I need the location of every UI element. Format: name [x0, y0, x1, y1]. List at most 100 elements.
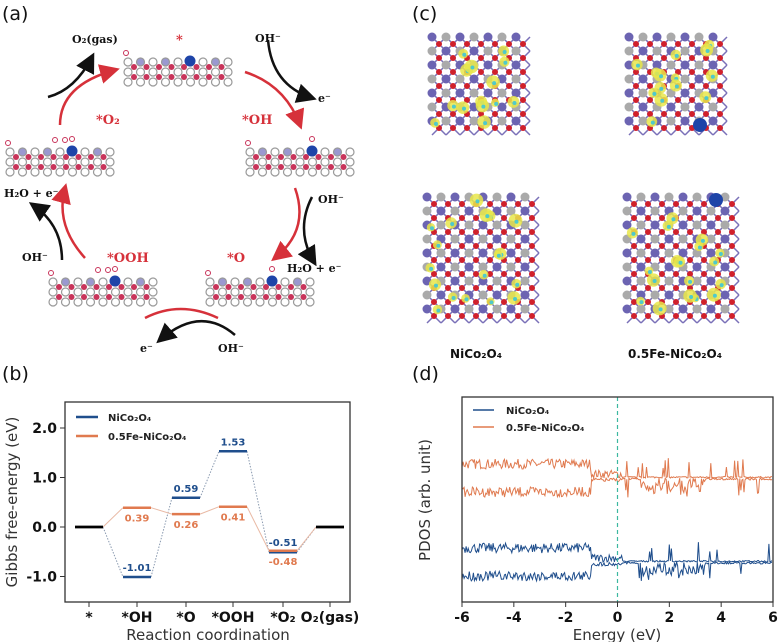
atom: [473, 271, 479, 277]
atom: [478, 234, 488, 244]
atom: [706, 248, 716, 258]
structure: [427, 32, 531, 136]
isosurface: [635, 63, 640, 68]
panel-label-a: (a): [2, 3, 28, 25]
isosurface: [496, 253, 501, 258]
atom: [631, 285, 637, 291]
atom: [469, 46, 479, 56]
atom: [436, 41, 442, 47]
atom: [56, 294, 62, 300]
atom: [478, 262, 488, 272]
isosurface: [710, 74, 715, 79]
atom: [464, 83, 470, 89]
slab: [245, 136, 355, 177]
atom: [253, 164, 259, 170]
atom: [647, 41, 653, 47]
metal-site: [66, 145, 78, 157]
atom: [520, 97, 526, 103]
atom: [230, 277, 240, 287]
atom: [193, 74, 200, 80]
atom: [622, 192, 632, 202]
atom: [431, 313, 437, 319]
atom: [295, 167, 305, 177]
atom: [664, 276, 674, 286]
atom: [664, 248, 674, 258]
atom: [501, 215, 507, 221]
h2o-e-label-2: H₂O + e⁻: [287, 262, 342, 275]
atom: [255, 287, 265, 297]
atom: [56, 284, 62, 290]
atom: [520, 69, 526, 75]
atom: [257, 147, 268, 157]
atom: [703, 55, 709, 61]
atom: [81, 284, 87, 290]
atom: [647, 97, 653, 103]
atom: [143, 284, 150, 290]
atom: [666, 60, 676, 70]
atom: [464, 220, 474, 230]
atom: [270, 147, 280, 157]
atom: [118, 294, 125, 300]
atom: [706, 234, 716, 244]
atom: [664, 304, 674, 314]
atom: [68, 284, 75, 290]
isosurface: [704, 96, 709, 101]
atom: [238, 294, 244, 300]
atom: [292, 297, 303, 307]
atom: [181, 74, 187, 80]
atom: [250, 294, 257, 300]
atom: [666, 102, 676, 112]
atom: [464, 248, 474, 258]
atom: [282, 157, 293, 167]
metal-site: [184, 55, 196, 67]
atom: [135, 57, 146, 67]
atom: [100, 164, 107, 170]
atom: [687, 243, 693, 249]
atom: [706, 206, 716, 216]
atom: [450, 206, 460, 216]
atom: [464, 97, 470, 103]
atom: [506, 248, 516, 258]
data-label: 0.41: [221, 513, 246, 524]
atom: [701, 299, 707, 305]
atom: [459, 201, 465, 207]
atom: [88, 164, 94, 170]
atom: [680, 116, 690, 126]
atom: [300, 284, 307, 290]
atom: [520, 262, 530, 272]
slab: [48, 266, 158, 307]
atom: [624, 60, 634, 70]
atom: [689, 69, 695, 75]
atom: [143, 294, 150, 300]
atom: [450, 248, 460, 258]
plot-frame: [64, 401, 351, 603]
atom: [650, 220, 660, 230]
atom: [263, 294, 269, 300]
atom: [647, 83, 653, 89]
isosurface: [492, 81, 497, 86]
isosurface: [451, 296, 456, 301]
atom: [123, 57, 133, 67]
isosurface: [660, 98, 665, 103]
atom: [673, 243, 679, 249]
atom: [689, 55, 695, 61]
atom: [292, 287, 303, 297]
atom: [529, 299, 535, 305]
atom: [210, 67, 221, 77]
adsorbate: [309, 136, 315, 142]
atom: [173, 77, 183, 87]
atom: [483, 60, 493, 70]
atom: [181, 64, 187, 70]
atom: [520, 125, 526, 131]
atom: [492, 111, 498, 117]
atom: [305, 287, 315, 297]
atom: [506, 234, 516, 244]
atom: [450, 55, 456, 61]
isosurface: [514, 219, 519, 224]
atom: [210, 57, 221, 67]
atom: [303, 164, 309, 170]
atom: [520, 290, 530, 300]
atom: [659, 257, 665, 263]
atom: [478, 41, 484, 47]
atom: [636, 276, 646, 286]
